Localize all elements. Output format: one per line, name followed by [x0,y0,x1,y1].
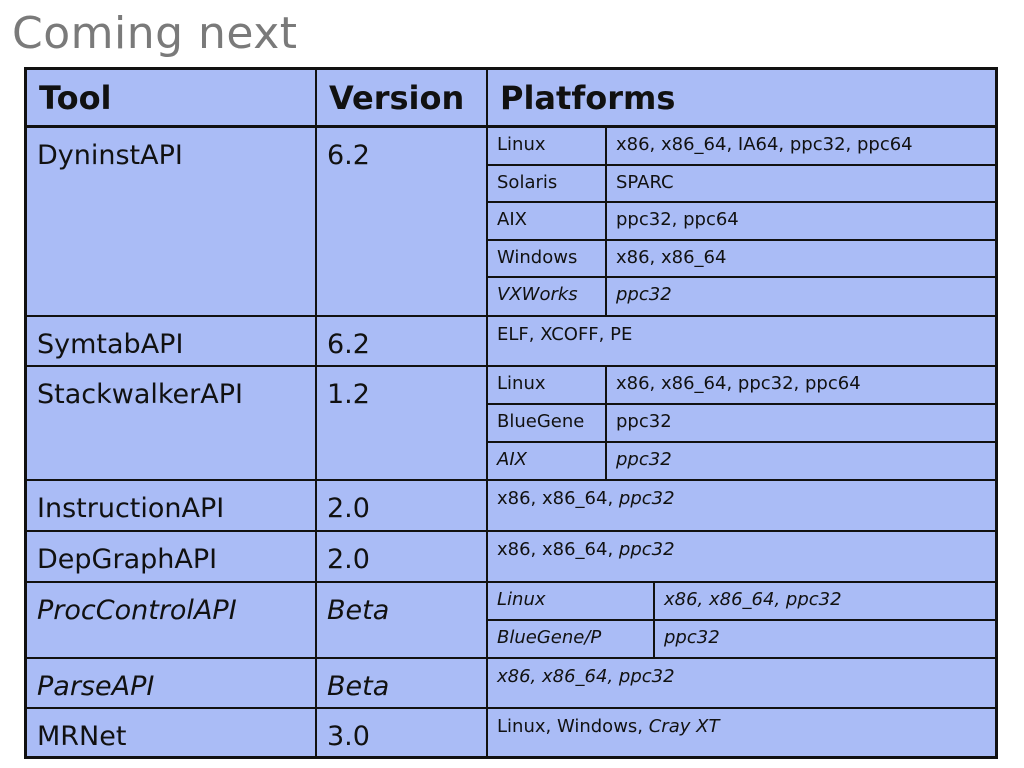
platform-os: BlueGene/P [488,621,655,657]
platform-entry: AIX ppc32, ppc64 [488,203,995,241]
platform-arch: x86, x86_64, IA64, ppc32, ppc64 [616,134,913,155]
platform-entry: BlueGene ppc32 [488,405,995,443]
tool-version: 2.0 [317,481,488,530]
header-version: Version [317,70,488,125]
platform-os: Solaris [488,166,607,201]
platform-text: Linux, Windows, Cray XT [488,709,995,756]
platform-text: x86, x86_64, ppc32 [488,481,995,530]
tool-version: Beta [317,583,488,657]
platform-arch: ppc32, ppc64 [616,209,739,230]
platform-os: AIX [488,203,607,239]
platform-entry: Windows x86, x86_64 [488,241,995,278]
platform-text-regular: x86, x86_64, [497,488,619,509]
platform-arch: ppc32 [616,449,672,470]
header-platforms: Platforms [500,78,676,117]
platform-os: AIX [488,443,607,479]
platform-entry: Linux x86, x86_64, ppc32, ppc64 [488,367,995,405]
tool-version: Beta [317,659,488,707]
platform-os: VXWorks [488,278,607,315]
platform-arch: ppc32 [616,411,672,432]
tool-version: 1.2 [317,367,488,479]
slide-title: Coming next [12,8,298,59]
table-row-stackwalkerapi: StackwalkerAPI 1.2 Linux x86, x86_64, pp… [27,367,995,481]
table-row-dyninstapi: DyninstAPI 6.2 Linux x86, x86_64, IA64, … [27,128,995,317]
platform-text-regular: x86, x86_64, [497,539,619,560]
platform-list: Linux x86, x86_64, ppc32, ppc64 BlueGene… [488,367,995,479]
tool-name: MRNet [27,709,317,756]
platform-text-italic: ppc32 [618,488,675,509]
tool-name: ProcControlAPI [27,583,317,657]
platform-text: ELF, XCOFF, PE [497,324,633,345]
tool-version: 3.0 [317,709,488,756]
platform-entry: Linux x86, x86_64, IA64, ppc32, ppc64 [488,128,995,166]
table-row-proccontrolapi: ProcControlAPI Beta Linux x86, x86_64, p… [27,583,995,659]
platform-os: BlueGene [488,405,607,441]
platform-arch: ppc32 [616,284,672,305]
platform-list: Linux x86, x86_64, IA64, ppc32, ppc64 So… [488,128,995,315]
table-header: Tool Version Platforms [27,70,995,128]
table-row-symtabapi: SymtabAPI 6.2 ELF, XCOFF, PE [27,317,995,367]
platform-text-italic: ppc32 [618,539,675,560]
platform-entry: Linux x86, x86_64, ppc32 [488,583,995,621]
table-row-instructionapi: InstructionAPI 2.0 x86, x86_64, ppc32 [27,481,995,532]
tools-table: Tool Version Platforms DyninstAPI 6.2 Li… [24,67,998,759]
platform-arch: x86, x86_64 [616,247,727,268]
tool-name: InstructionAPI [27,481,317,530]
tool-name: SymtabAPI [27,317,317,365]
platform-text-italic: Cray XT [648,716,720,737]
platform-text-regular: Linux, Windows, [497,716,649,737]
platform-entry: Solaris SPARC [488,166,995,203]
tool-name: DyninstAPI [27,128,317,315]
platform-os: Linux [488,583,655,619]
table-row-parseapi: ParseAPI Beta x86, x86_64, ppc32 [27,659,995,709]
header-tool: Tool [27,70,317,125]
platform-entry: VXWorks ppc32 [488,278,995,315]
platform-list: Linux x86, x86_64, ppc32 BlueGene/P ppc3… [488,583,995,657]
tool-name: DepGraphAPI [27,532,317,581]
tool-name: StackwalkerAPI [27,367,317,479]
platform-os: Windows [488,241,607,276]
platform-arch: SPARC [616,172,674,193]
tool-version: 6.2 [317,128,488,315]
table-row-mrnet: MRNet 3.0 Linux, Windows, Cray XT [27,709,995,756]
platform-arch: x86, x86_64, ppc32 [664,589,842,610]
platform-entry: BlueGene/P ppc32 [488,621,995,657]
tool-version: 6.2 [317,317,488,365]
platform-os: Linux [488,367,607,403]
tool-name: ParseAPI [27,659,317,707]
platform-text: x86, x86_64, ppc32 [488,532,995,581]
platform-os: Linux [488,128,607,164]
platform-arch: ppc32 [664,627,720,648]
tool-version: 2.0 [317,532,488,581]
platform-arch: x86, x86_64, ppc32, ppc64 [616,373,861,394]
platform-text: x86, x86_64, ppc32 [497,666,675,687]
table-row-depgraphapi: DepGraphAPI 2.0 x86, x86_64, ppc32 [27,532,995,583]
platform-entry: AIX ppc32 [488,443,995,479]
